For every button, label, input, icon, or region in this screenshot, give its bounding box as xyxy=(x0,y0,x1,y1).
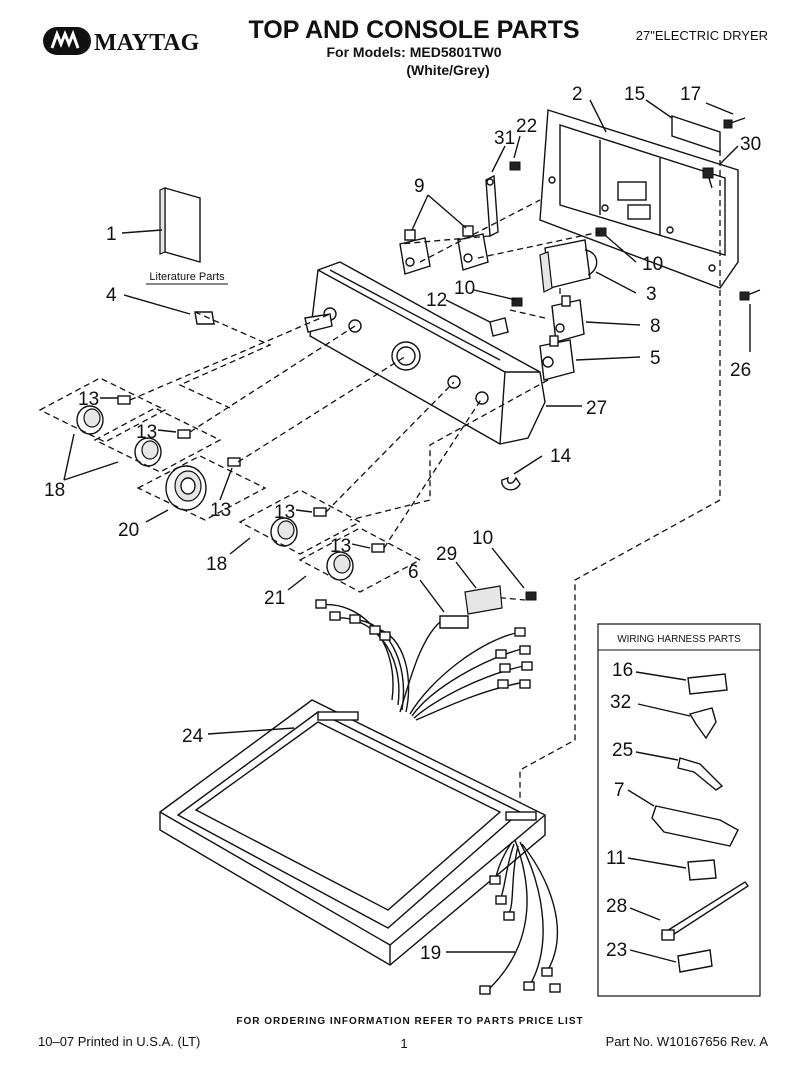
page-title: TOP AND CONSOLE PARTS xyxy=(248,16,579,44)
callout-3: 3 xyxy=(646,284,657,305)
callout-18a: 18 xyxy=(44,480,65,501)
callout-5: 5 xyxy=(650,348,661,369)
terminal-25 xyxy=(677,757,724,791)
wire-clip xyxy=(501,476,521,491)
screw-30 xyxy=(702,167,714,189)
callout-29: 29 xyxy=(436,544,457,565)
switch-9a xyxy=(399,229,431,275)
screw-10c xyxy=(525,591,537,601)
insulator-23 xyxy=(677,949,713,973)
callout-13e: 13 xyxy=(330,536,351,557)
callout-25: 25 xyxy=(612,740,633,761)
callout-9: 9 xyxy=(414,176,425,197)
callout-28: 28 xyxy=(606,896,627,917)
callout-4: 4 xyxy=(106,285,117,306)
screw-10b xyxy=(511,297,523,307)
timer xyxy=(539,239,598,293)
callout-15: 15 xyxy=(624,84,645,105)
switch-5 xyxy=(539,335,575,381)
wire-connector-6 xyxy=(439,615,469,629)
callout-numbers: 1 2 3 4 5 6 7 8 9 10 10 10 11 12 13 13 1… xyxy=(44,84,761,964)
callout-8: 8 xyxy=(650,316,661,337)
maytag-logo: MAYTAG xyxy=(43,27,200,56)
callout-13a: 13 xyxy=(78,389,99,410)
switch-8 xyxy=(551,295,585,343)
dryer-top-panel xyxy=(159,699,546,966)
part-number: Part No. W10167656 Rev. A xyxy=(606,1034,769,1049)
literature-label: Literature Parts xyxy=(149,271,225,283)
wire-harness-lower xyxy=(479,839,561,995)
housing-7 xyxy=(651,805,739,847)
knob-1 xyxy=(76,395,131,435)
callout-17: 17 xyxy=(680,84,701,105)
callout-6: 6 xyxy=(408,562,419,583)
callout-10b: 10 xyxy=(454,278,475,299)
callout-13b: 13 xyxy=(136,422,157,443)
knob-2 xyxy=(134,429,191,467)
callout-16: 16 xyxy=(612,660,633,681)
print-info: 10–07 Printed in U.S.A. (LT) xyxy=(38,1034,200,1049)
callout-1: 1 xyxy=(106,224,117,245)
ground-clip xyxy=(485,174,499,238)
wire-harness-upper xyxy=(315,599,533,721)
model-number: For Models: MED5801TW0 xyxy=(326,44,501,60)
brand-name: MAYTAG xyxy=(94,30,200,56)
callout-13d: 13 xyxy=(274,502,295,523)
mounting-plate xyxy=(671,115,721,153)
callout-22: 22 xyxy=(516,116,537,137)
knob-3 xyxy=(270,507,327,547)
circuit-board-29 xyxy=(464,585,503,615)
lamp-socket xyxy=(489,317,509,337)
connector-16 xyxy=(687,673,728,695)
console-label xyxy=(194,311,215,325)
callout-20: 20 xyxy=(118,520,139,541)
callout-23: 23 xyxy=(606,940,627,961)
callout-32: 32 xyxy=(610,692,631,713)
callout-13c: 13 xyxy=(210,500,231,521)
callout-14: 14 xyxy=(550,446,572,467)
callout-7: 7 xyxy=(614,780,625,801)
callout-30: 30 xyxy=(740,134,761,155)
callout-10a: 10 xyxy=(642,254,663,275)
page-number: 1 xyxy=(400,1036,407,1051)
callout-2: 2 xyxy=(572,84,583,105)
callout-12: 12 xyxy=(426,290,447,311)
callout-27: 27 xyxy=(586,398,607,419)
wiring-box-title: WIRING HARNESS PARTS xyxy=(617,634,741,645)
wiring-harness-parts-box: WIRING HARNESS PARTS xyxy=(597,623,761,997)
product-type: 27"ELECTRIC DRYER xyxy=(636,28,768,43)
callout-21: 21 xyxy=(264,588,285,609)
console-back-panel xyxy=(539,109,739,289)
callout-11: 11 xyxy=(606,848,626,869)
screw-10a xyxy=(595,227,607,237)
screw-22 xyxy=(509,161,521,171)
console-panel xyxy=(304,261,546,445)
callout-24: 24 xyxy=(182,726,204,747)
literature-booklet xyxy=(159,187,201,263)
callout-19: 19 xyxy=(420,943,441,964)
screw-26 xyxy=(739,289,761,301)
callout-10c: 10 xyxy=(472,528,493,549)
callout-26: 26 xyxy=(730,360,751,381)
knob-dial-20 xyxy=(165,457,241,511)
clip-32 xyxy=(688,707,717,740)
switch-9b xyxy=(457,225,489,271)
color-variant: (White/Grey) xyxy=(406,62,489,78)
callout-31: 31 xyxy=(494,128,515,149)
callout-18b: 18 xyxy=(206,554,227,575)
knob-4 xyxy=(326,543,385,581)
ordering-note: FOR ORDERING INFORMATION REFER TO PARTS … xyxy=(236,1016,583,1027)
leader-lines xyxy=(63,99,751,963)
screw-17 xyxy=(723,117,746,129)
connector-11 xyxy=(687,859,717,881)
